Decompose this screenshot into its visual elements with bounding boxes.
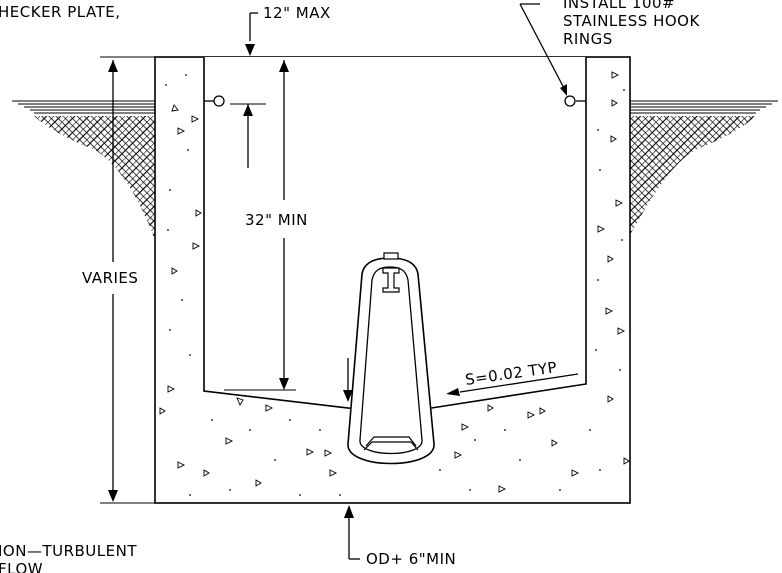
concrete-dots bbox=[165, 74, 625, 496]
install-label-line1: INSTALL 100# bbox=[563, 0, 675, 12]
earth-hatch-left bbox=[34, 116, 155, 240]
non-turbulent-label-line2: FLOW bbox=[0, 560, 43, 573]
od-dimension-leader bbox=[344, 505, 360, 560]
channel-insert bbox=[347, 252, 435, 465]
checker-plate-label: HECKER PLATE, bbox=[0, 3, 121, 21]
ground-surface-right bbox=[630, 100, 778, 114]
non-turbulent-label-line1: ION—TURBULENT bbox=[0, 542, 137, 560]
install-label-line2: STAINLESS HOOK bbox=[563, 12, 700, 30]
concrete-aggregate bbox=[159, 71, 630, 493]
dimension-12-max bbox=[245, 12, 258, 56]
varies-label: VARIES bbox=[82, 269, 138, 287]
hook-ring-left bbox=[204, 95, 225, 107]
hook-ring-leader bbox=[519, 3, 567, 96]
slope-arrow bbox=[446, 373, 579, 396]
channel-depth-arrow bbox=[343, 358, 353, 402]
od-plus-label: OD+ 6"MIN bbox=[366, 550, 456, 568]
twelve-max-label: 12" MAX bbox=[263, 4, 331, 22]
earth-hatch-right bbox=[630, 116, 756, 235]
install-label-line3: RINGS bbox=[563, 30, 613, 48]
hook-ring-right bbox=[564, 95, 586, 107]
thirty-two-min-label: 32" MIN bbox=[245, 211, 308, 229]
dimension-32-min bbox=[224, 60, 296, 391]
dimension-varies bbox=[100, 56, 155, 504]
ground-surface-left bbox=[12, 100, 155, 114]
